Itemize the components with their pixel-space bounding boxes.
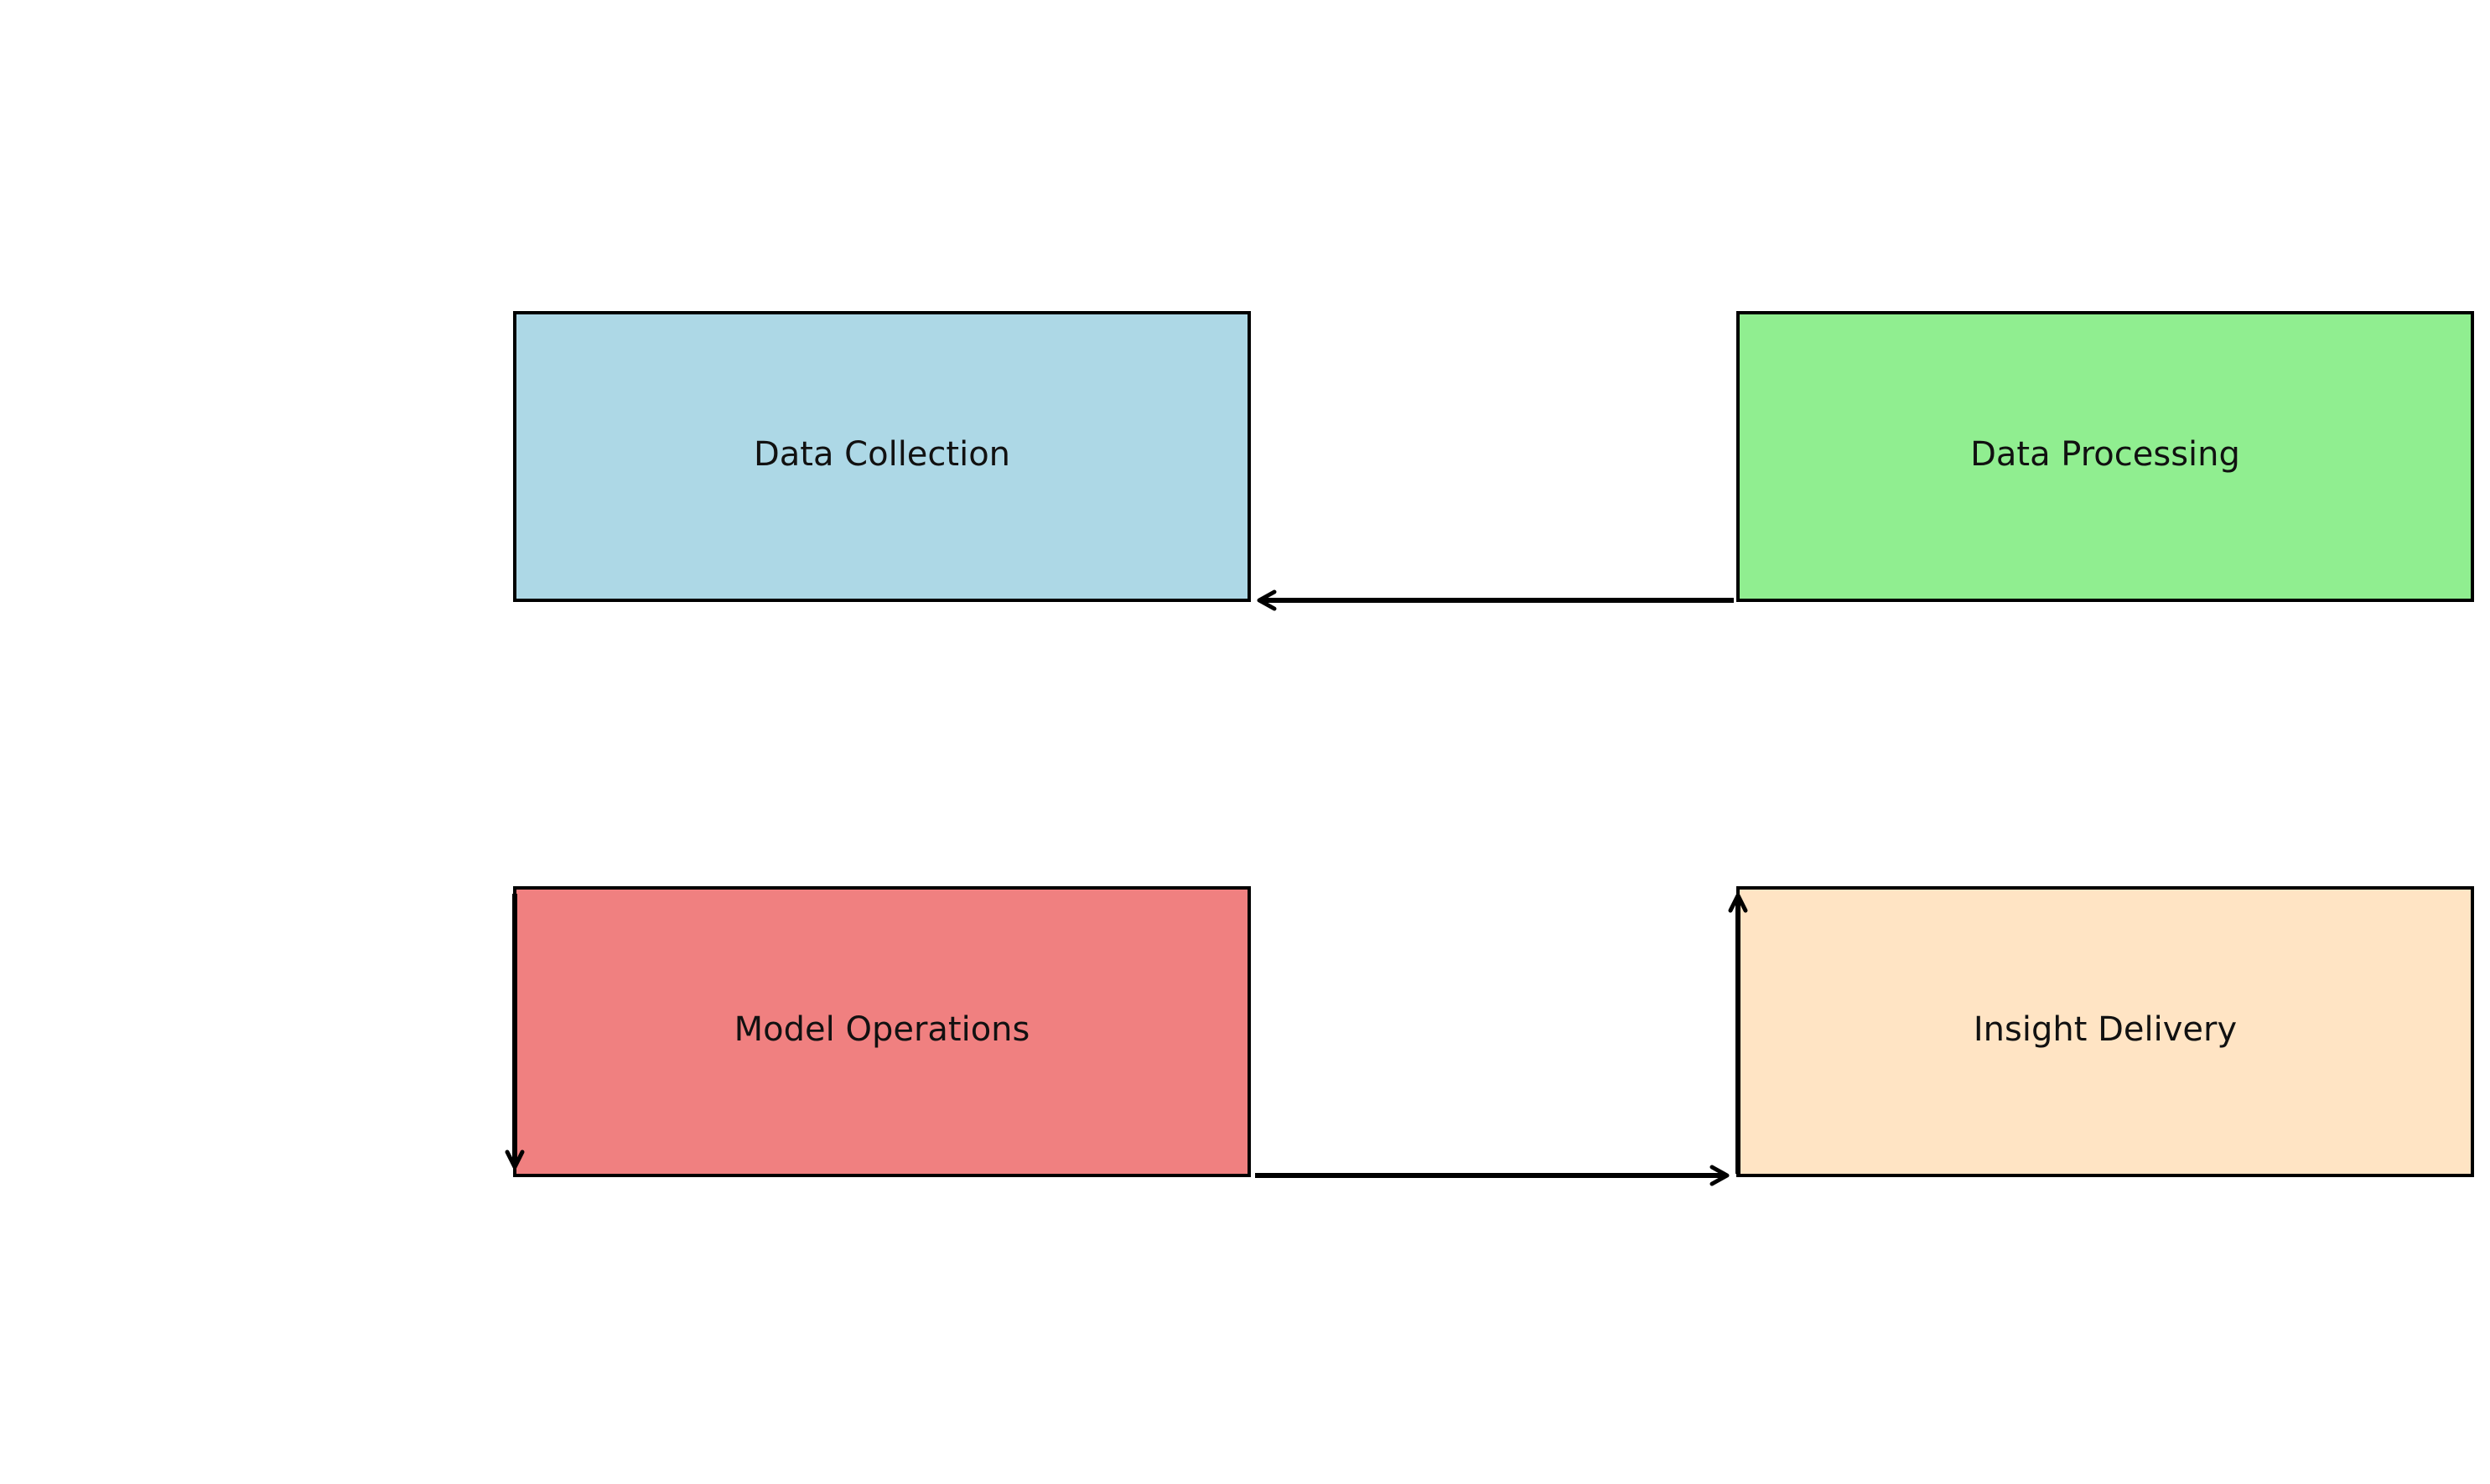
node-data-processing-box: [1736, 311, 2474, 602]
node-data-collection-label: Data Collection: [754, 435, 1010, 474]
edge-model-to-insight-head: [1709, 1165, 1730, 1186]
edge-collection-to-model-head: [505, 1149, 525, 1170]
edge-processing-to-collection-arrow: [1257, 589, 1734, 611]
edge-processing-to-collection-head: [1257, 589, 1277, 611]
node-insight-delivery-box: [1736, 886, 2474, 1177]
node-model-operations-label: Model Operations: [734, 1010, 1030, 1049]
node-data-collection: Data Collection: [513, 311, 1251, 602]
edge-collection-to-model-arrow: [505, 894, 525, 1170]
node-data-processing: Data Processing: [1736, 311, 2474, 602]
node-model-operations-box: [513, 886, 1251, 1177]
edge-model-to-insight-arrow: [1255, 1165, 1730, 1186]
node-insight-delivery-label: Insight Delivery: [1974, 1010, 2237, 1049]
node-insight-delivery: Insight Delivery: [1736, 886, 2474, 1177]
node-data-collection-box: [513, 311, 1251, 602]
edge-insight-to-processing-head: [1728, 893, 1748, 913]
node-model-operations: Model Operations: [513, 886, 1251, 1177]
edge-insight-to-processing-arrow: [1728, 893, 1748, 1174]
node-data-processing-label: Data Processing: [1970, 435, 2240, 474]
